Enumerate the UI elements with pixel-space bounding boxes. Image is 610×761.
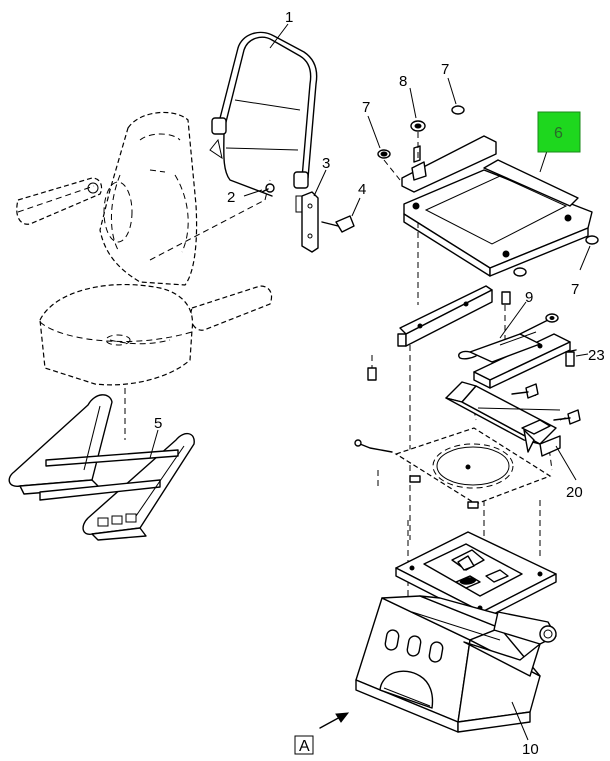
swivel-plate[interactable] — [354, 427, 552, 509]
slide-rail-left[interactable] — [397, 285, 493, 347]
label-part-6[interactable]: 6 — [554, 125, 563, 142]
mounting-plate[interactable] — [395, 531, 557, 621]
view-label-box — [294, 735, 314, 755]
nut-part-7-right[interactable] — [585, 235, 599, 245]
label-part-9[interactable]: 9 — [525, 289, 533, 306]
label-part-1[interactable]: 1 — [285, 9, 293, 26]
label-part-10[interactable]: 10 — [522, 741, 539, 758]
headrest-frame-part-1[interactable] — [209, 31, 318, 197]
label-part-2[interactable]: 2 — [227, 189, 235, 206]
label-part-8[interactable]: 8 — [399, 73, 407, 90]
nut-part-7-upper[interactable] — [451, 105, 465, 115]
label-part-4[interactable]: 4 — [358, 181, 366, 198]
slide-rail-right[interactable] — [473, 333, 571, 389]
seat-assembly — [16, 111, 273, 440]
view-arrow — [319, 712, 350, 729]
label-part-7-upper[interactable]: 7 — [441, 61, 449, 78]
screw-part-2[interactable] — [261, 183, 275, 193]
label-part-5[interactable]: 5 — [154, 415, 162, 432]
label-part-3[interactable]: 3 — [322, 155, 330, 172]
lever-part-9[interactable] — [458, 313, 559, 363]
screw-part-4[interactable] — [321, 215, 355, 233]
nut-part-8[interactable] — [410, 120, 426, 132]
label-part-23[interactable]: 23 — [588, 347, 605, 364]
slide-plate-part-6[interactable] — [401, 135, 593, 277]
screw-bracket-b[interactable] — [553, 409, 581, 425]
label-part-7-right[interactable]: 7 — [571, 281, 579, 298]
label-part-20[interactable]: 20 — [566, 484, 583, 501]
seat-base-part-5[interactable] — [8, 394, 195, 541]
screw-rail-upper[interactable] — [501, 291, 511, 305]
nut-part-7-left[interactable] — [377, 149, 391, 159]
view-label[interactable]: A — [299, 738, 310, 755]
bracket-part-20[interactable] — [445, 381, 561, 457]
label-part-7-left[interactable]: 7 — [362, 99, 370, 116]
screw-bracket-a[interactable] — [511, 383, 539, 399]
bracket-part-3[interactable] — [295, 191, 319, 253]
nut-lower[interactable] — [513, 267, 527, 277]
bolt-upper[interactable] — [413, 145, 421, 163]
highlight-box-part-6[interactable] — [537, 111, 581, 153]
leader-lines — [149, 23, 591, 741]
screw-part-23[interactable] — [565, 349, 577, 367]
screw-rail-lower[interactable] — [367, 367, 377, 381]
pedestal-base-part-10[interactable] — [355, 595, 557, 733]
